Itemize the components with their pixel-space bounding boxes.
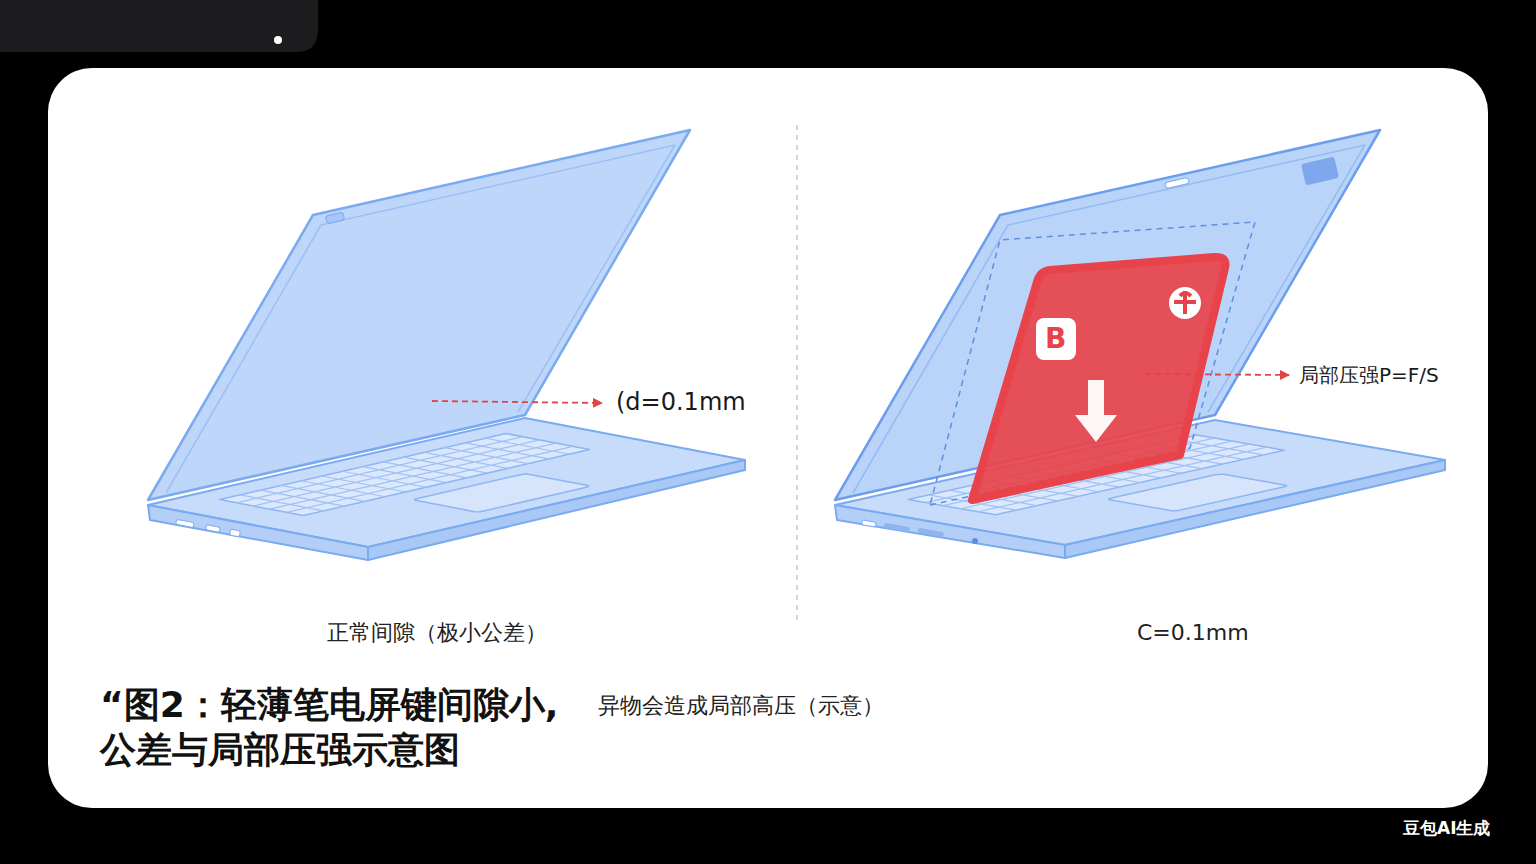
laptop-left xyxy=(148,130,745,560)
normal-gap-label: 正常间隙（极小公差） xyxy=(327,620,547,646)
gap-leader xyxy=(432,401,602,403)
clearance-label: C=0.1mm xyxy=(1137,620,1249,646)
laptop-right xyxy=(835,130,1445,558)
panel xyxy=(48,68,1488,808)
symbol-badge xyxy=(1169,287,1201,319)
figure-caption: 公差与局部压强示意图 xyxy=(100,728,460,771)
foreign-object xyxy=(972,257,1226,500)
watermark: 豆包AI生成 xyxy=(1403,818,1490,838)
down-arrow xyxy=(1075,380,1117,442)
pressure-formula: 局部压强P=F/S xyxy=(1299,363,1439,387)
divider xyxy=(796,125,798,625)
pressure-leader xyxy=(1145,374,1289,375)
figure-title: “图2：轻薄笔电屏键间隙小, xyxy=(100,683,558,726)
b-letter: B xyxy=(1045,322,1066,356)
tab-dot xyxy=(274,36,282,44)
subtitle-note: 异物会造成局部高压（示意） xyxy=(598,693,884,719)
b-badge xyxy=(1036,318,1076,360)
top-tab xyxy=(0,0,318,52)
gap-dimension: (d=0.1mm xyxy=(616,388,746,417)
